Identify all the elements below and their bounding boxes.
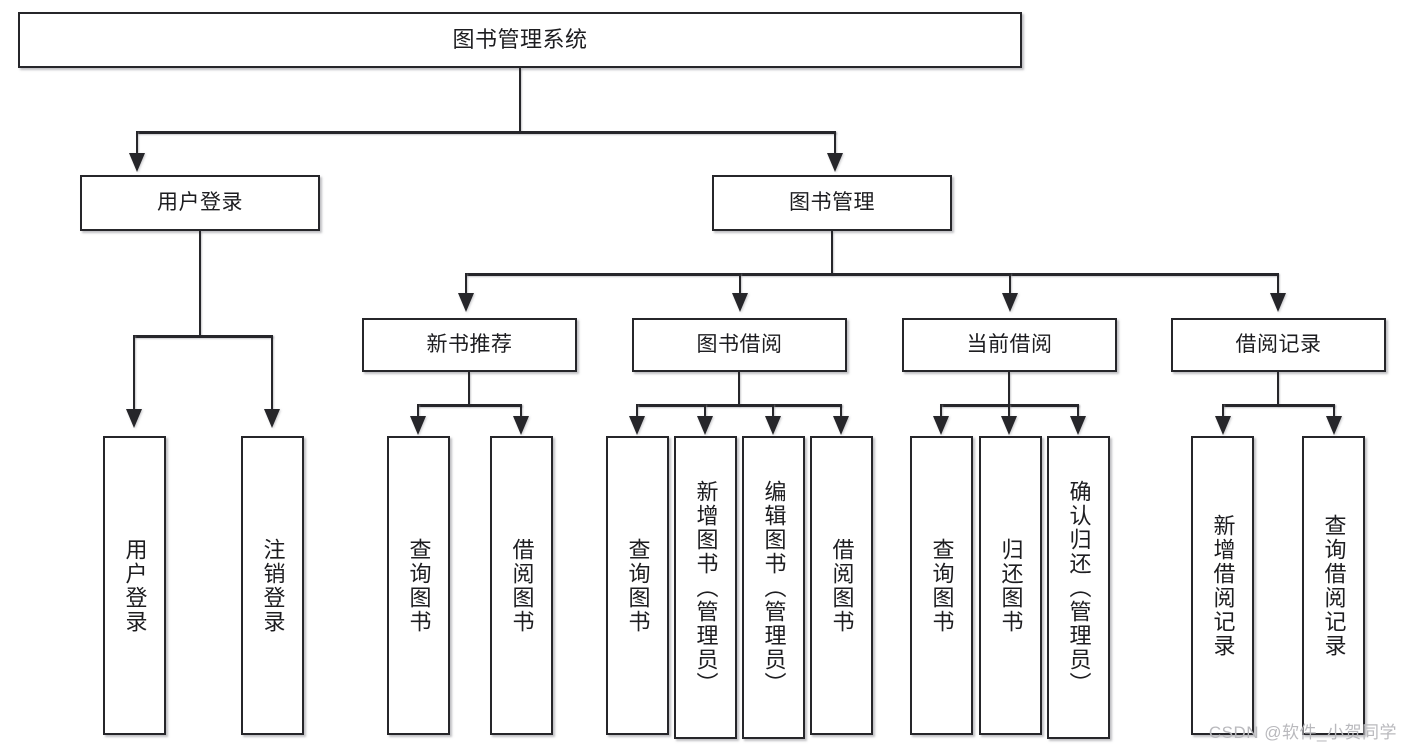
connector-bb-bus bbox=[636, 404, 842, 407]
connector-cb-to-c3 bbox=[1077, 404, 1079, 418]
connector-bb-stem bbox=[738, 372, 740, 406]
connector-cb-stem bbox=[1008, 372, 1010, 406]
node-leaf-query-record[interactable]: 查询借阅记录 bbox=[1302, 436, 1365, 735]
connector-bb-to-c2 bbox=[704, 404, 706, 418]
node-current-borrow-label: 当前借阅 bbox=[966, 332, 1053, 356]
connector-bm-to-current-borrow bbox=[1009, 273, 1011, 295]
arrow-cb-to-c3 bbox=[1070, 416, 1086, 435]
node-leaf-add-book-label: 新增图书（管理员） bbox=[693, 479, 719, 696]
connector-book-manage-stem bbox=[831, 231, 833, 275]
node-book-manage[interactable]: 图书管理 bbox=[712, 175, 952, 231]
node-borrow-record[interactable]: 借阅记录 bbox=[1171, 318, 1386, 372]
node-leaf-query-book-3[interactable]: 查询图书 bbox=[910, 436, 973, 735]
node-new-book-recommend-label: 新书推荐 bbox=[426, 332, 513, 356]
connector-br-to-c2 bbox=[1333, 404, 1335, 418]
arrow-bm-to-book-borrow bbox=[732, 293, 748, 312]
node-leaf-query-book-1[interactable]: 查询图书 bbox=[387, 436, 450, 735]
connector-nbr-bus bbox=[417, 404, 522, 407]
connector-bb-to-c1 bbox=[636, 404, 638, 418]
node-root[interactable]: 图书管理系统 bbox=[18, 12, 1022, 68]
connector-bb-to-c4 bbox=[840, 404, 842, 418]
node-leaf-confirm-return-label: 确认归还（管理员） bbox=[1066, 479, 1092, 696]
arrow-br-to-c1 bbox=[1215, 416, 1231, 435]
node-user-login-label: 用户登录 bbox=[157, 190, 243, 214]
connector-br-bus bbox=[1222, 404, 1335, 407]
arrow-bm-to-borrow-record bbox=[1270, 293, 1286, 312]
connector-nbr-to-c1 bbox=[417, 404, 419, 418]
arrow-br-to-c2 bbox=[1326, 416, 1342, 435]
arrow-root-to-user-login bbox=[129, 153, 145, 172]
connector-user-login-bus bbox=[133, 335, 273, 338]
arrow-nbr-to-c1 bbox=[410, 416, 426, 435]
connector-cb-to-c1 bbox=[940, 404, 942, 418]
watermark: CSDN @软件_小贺同学 bbox=[1208, 723, 1397, 742]
node-leaf-edit-book-label: 编辑图书（管理员） bbox=[761, 479, 787, 696]
connector-br-stem bbox=[1277, 372, 1279, 406]
node-leaf-query-book-2[interactable]: 查询图书 bbox=[606, 436, 669, 735]
arrow-bm-to-current-borrow bbox=[1002, 293, 1018, 312]
node-leaf-borrow-book-1-label: 借阅图书 bbox=[509, 537, 535, 634]
node-user-login[interactable]: 用户登录 bbox=[80, 175, 320, 231]
connector-root-bus bbox=[136, 131, 836, 134]
node-new-book-recommend[interactable]: 新书推荐 bbox=[362, 318, 577, 372]
arrow-cb-to-c1 bbox=[933, 416, 949, 435]
node-leaf-query-book-3-label: 查询图书 bbox=[929, 537, 955, 634]
node-leaf-user-login[interactable]: 用户登录 bbox=[103, 436, 166, 735]
node-root-label: 图书管理系统 bbox=[452, 27, 588, 53]
node-leaf-borrow-book-2-label: 借阅图书 bbox=[829, 537, 855, 634]
node-leaf-query-record-label: 查询借阅记录 bbox=[1321, 513, 1347, 658]
arrow-bb-to-c2 bbox=[697, 416, 713, 435]
arrow-nbr-to-c2 bbox=[513, 416, 529, 435]
connector-nbr-stem bbox=[468, 372, 470, 406]
connector-root-stem bbox=[519, 68, 521, 132]
node-book-manage-label: 图书管理 bbox=[789, 190, 875, 214]
node-leaf-confirm-return[interactable]: 确认归还（管理员） bbox=[1047, 436, 1110, 739]
connector-root-to-user-login bbox=[136, 131, 138, 155]
connector-nbr-to-c2 bbox=[520, 404, 522, 418]
node-leaf-borrow-book-1[interactable]: 借阅图书 bbox=[490, 436, 553, 735]
connector-user-login-stem bbox=[199, 231, 201, 336]
node-leaf-add-book[interactable]: 新增图书（管理员） bbox=[674, 436, 737, 739]
node-leaf-user-login-label: 用户登录 bbox=[122, 537, 148, 634]
node-borrow-record-label: 借阅记录 bbox=[1235, 332, 1322, 356]
connector-br-to-c1 bbox=[1222, 404, 1224, 418]
connector-bm-to-new-book bbox=[465, 273, 467, 295]
node-leaf-logout-login-label: 注销登录 bbox=[260, 537, 286, 634]
node-leaf-edit-book[interactable]: 编辑图书（管理员） bbox=[742, 436, 805, 739]
node-book-borrow-label: 图书借阅 bbox=[696, 332, 783, 356]
node-leaf-return-book-label: 归还图书 bbox=[998, 537, 1024, 634]
connector-bm-to-borrow-record bbox=[1277, 273, 1279, 295]
arrow-bb-to-c1 bbox=[629, 416, 645, 435]
connector-user-login-to-leaf-1 bbox=[133, 335, 135, 411]
arrow-bb-to-c3 bbox=[765, 416, 781, 435]
node-current-borrow[interactable]: 当前借阅 bbox=[902, 318, 1117, 372]
node-leaf-query-book-2-label: 查询图书 bbox=[625, 537, 651, 634]
arrow-cb-to-c2 bbox=[1001, 416, 1017, 435]
node-leaf-add-record-label: 新增借阅记录 bbox=[1210, 513, 1236, 658]
connector-user-login-to-leaf-2 bbox=[271, 335, 273, 411]
node-leaf-logout-login[interactable]: 注销登录 bbox=[241, 436, 304, 735]
connector-cb-to-c2 bbox=[1008, 404, 1010, 418]
arrow-user-login-to-leaf-1 bbox=[126, 409, 142, 428]
connector-book-manage-bus bbox=[465, 273, 1278, 276]
node-leaf-borrow-book-2[interactable]: 借阅图书 bbox=[810, 436, 873, 735]
node-leaf-query-book-1-label: 查询图书 bbox=[406, 537, 432, 634]
arrow-bm-to-new-book bbox=[458, 293, 474, 312]
connector-bm-to-book-borrow bbox=[739, 273, 741, 295]
arrow-bb-to-c4 bbox=[833, 416, 849, 435]
arrow-user-login-to-leaf-2 bbox=[264, 409, 280, 428]
connector-bb-to-c3 bbox=[772, 404, 774, 418]
node-leaf-return-book[interactable]: 归还图书 bbox=[979, 436, 1042, 735]
node-book-borrow[interactable]: 图书借阅 bbox=[632, 318, 847, 372]
node-leaf-add-record[interactable]: 新增借阅记录 bbox=[1191, 436, 1254, 735]
arrow-root-to-book-manage bbox=[827, 153, 843, 172]
connector-root-to-book-manage bbox=[834, 131, 836, 155]
